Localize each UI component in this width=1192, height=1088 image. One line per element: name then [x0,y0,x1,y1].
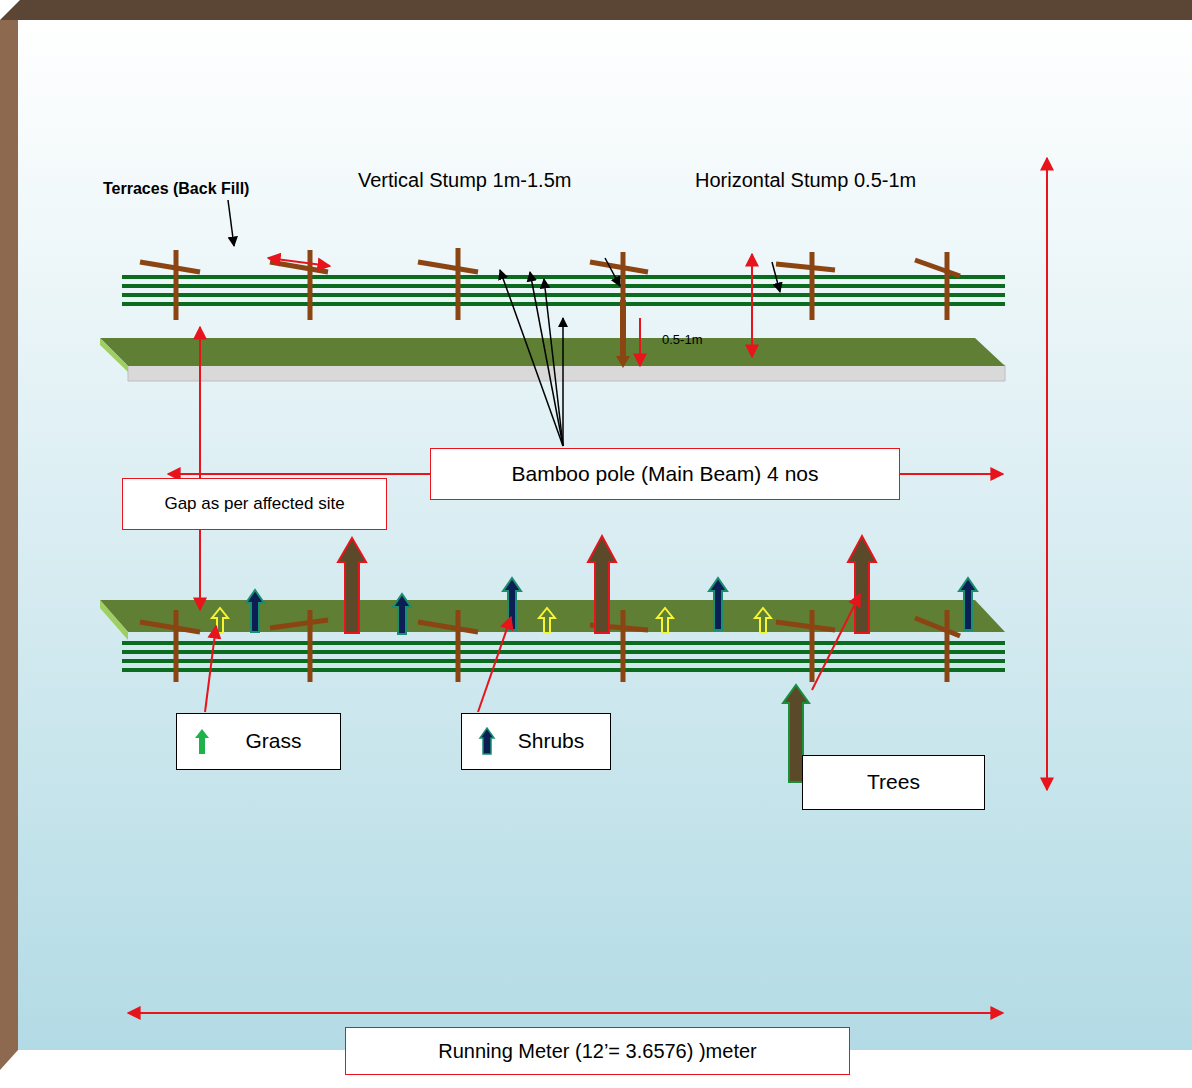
legend-box: Trees [802,755,985,810]
box-text: Bamboo pole (Main Beam) 4 nos [512,462,819,486]
legend-box: Grass [176,713,341,770]
box-text: Trees [867,770,920,794]
terrace-label: Terraces (Back Fill) [103,180,249,198]
callout-box: Gap as per affected site [122,478,387,530]
dimension-label: 0.5-1m [662,333,702,348]
box-text: Grass [245,729,301,753]
shrub-icon [478,726,496,756]
box-text: Running Meter (12’= 3.6576) )meter [438,1040,757,1063]
box-text: Gap as per affected site [164,494,344,514]
grass-icon [193,726,211,756]
stump-label: Vertical Stump 1m-1.5m [358,169,571,192]
box-text: Shrubs [518,729,585,753]
stump-label: Horizontal Stump 0.5-1m [695,169,916,192]
caption-box: Running Meter (12’= 3.6576) )meter [345,1027,850,1075]
legend-box: Shrubs [461,713,611,770]
callout-box: Bamboo pole (Main Beam) 4 nos [430,448,900,500]
